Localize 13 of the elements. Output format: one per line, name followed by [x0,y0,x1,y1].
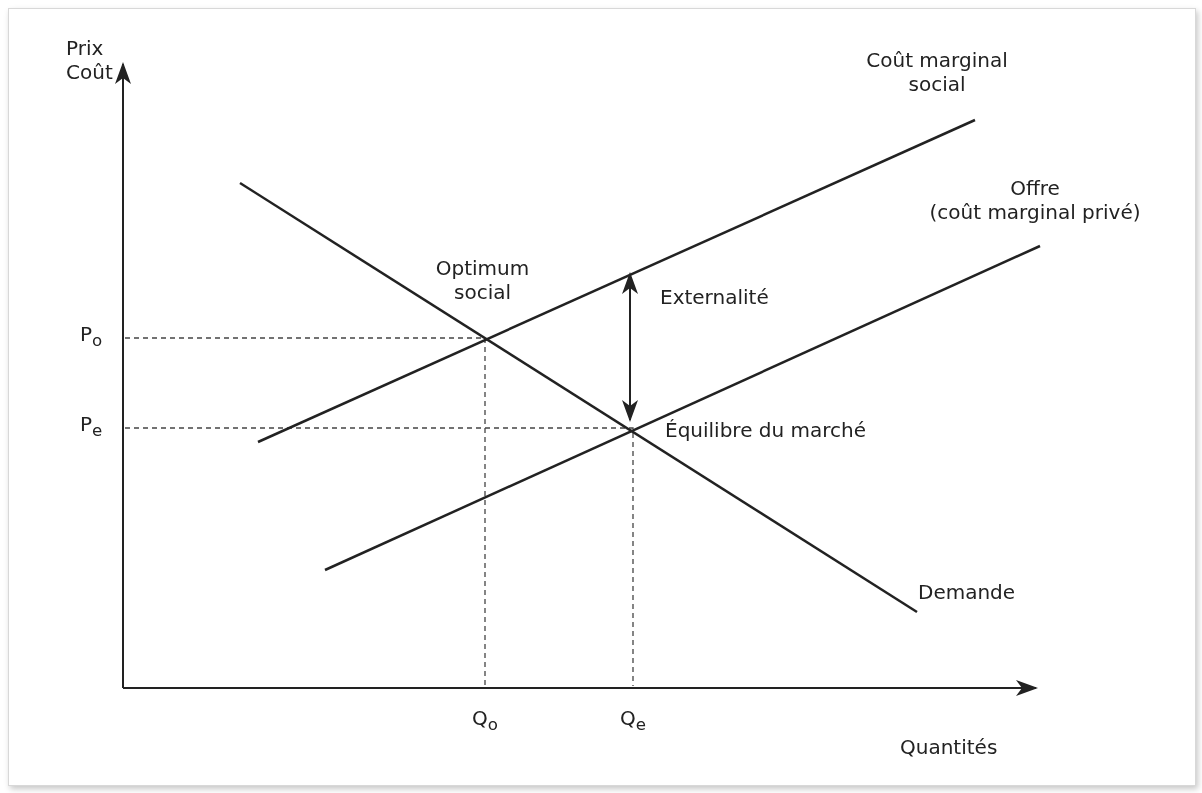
axis-label: Prix Coût [66,36,114,84]
point-label: Optimum social [434,256,531,304]
annotation-label: Externalité [660,285,769,309]
point-label: Équilibre du marché [665,418,867,442]
curve-label: Offre [1009,176,1061,200]
curve-label: Coût marginal social [865,48,1009,96]
tick-label: Q$_{o}$ [472,706,498,736]
axis-label: Quantités [900,735,998,759]
tick-label: Q$_{e}$ [620,706,646,736]
tick-label: P$_{e}$ [80,412,103,442]
curve-label: Demande [918,580,1016,604]
tick-label: P$_{o}$ [80,322,103,352]
curve-label: (coût marginal privé) [928,200,1142,224]
